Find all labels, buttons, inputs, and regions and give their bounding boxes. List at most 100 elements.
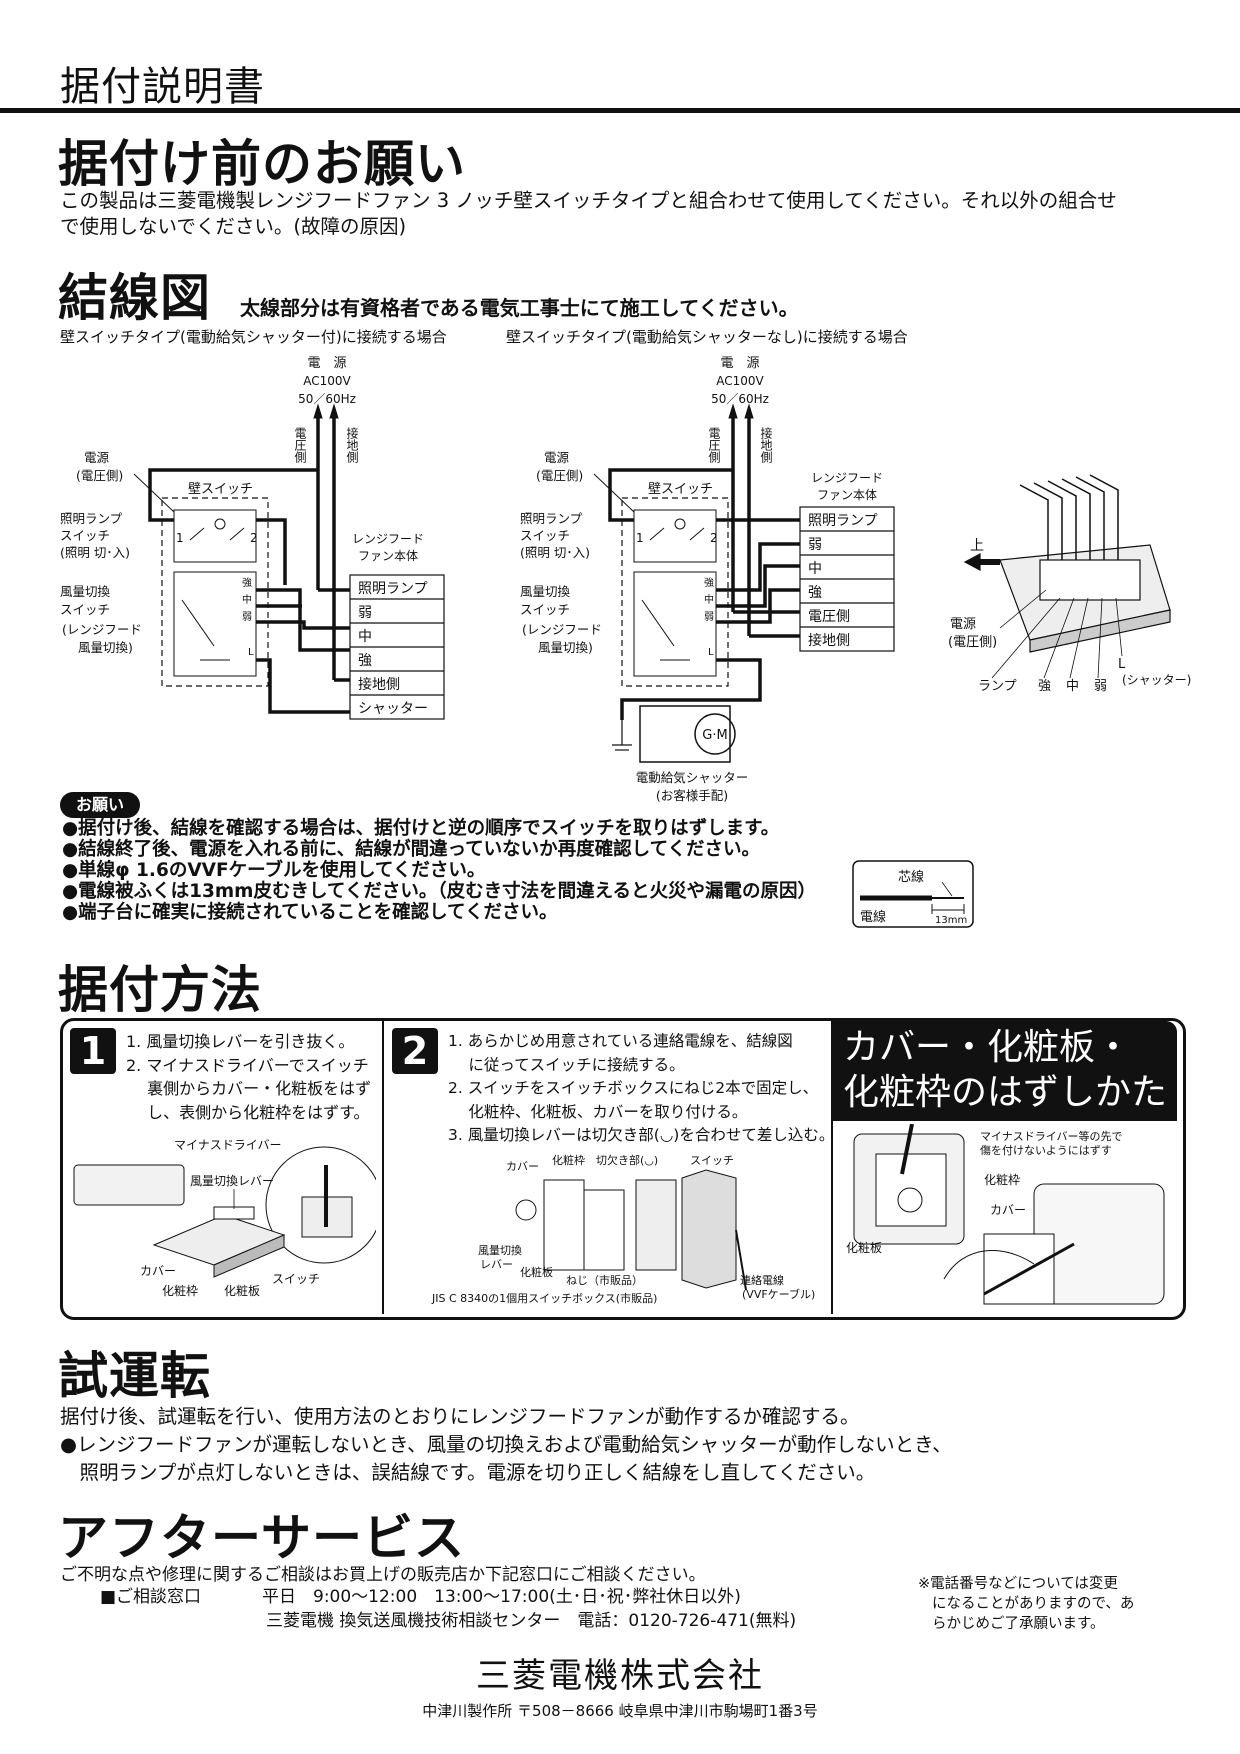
svg-text:L: L <box>708 647 714 658</box>
cover-heading-line: カバー・化粧板・ <box>843 1027 1132 1068</box>
right-diagram-caption: 壁スイッチタイプ(電動給気シャッターなし)に接続する場合 <box>506 328 908 346</box>
svg-text:化粧枠: 化粧枠 <box>162 1284 198 1298</box>
strip-length-label: 13mm <box>935 915 967 926</box>
note-item: ●端子台に確実に接続されていることを確認してください。 <box>62 902 558 923</box>
left-diagram-caption: 壁スイッチタイプ(電動給気シャッター付)に接続する場合 <box>60 328 447 346</box>
svg-text:スイッチ: スイッチ <box>60 528 110 543</box>
left-terminal-ground: 接地側 <box>358 676 400 693</box>
svg-text:電源: 電源 <box>544 450 570 465</box>
svg-text:風量切換): 風量切換) <box>78 640 133 655</box>
steps-panel <box>60 1018 1186 1320</box>
cover-heading-line: 化粧枠のはずしかた <box>843 1072 1168 1113</box>
svg-text:L: L <box>1118 657 1126 672</box>
svg-text:化粧板: 化粧板 <box>520 1265 553 1279</box>
notes-tag: お願い <box>60 792 140 818</box>
left-voltage-side-label: 電圧側 <box>293 427 307 463</box>
svg-text:スイッチ: スイッチ <box>272 1272 320 1286</box>
step2-text: 1. あらかじめ用意されている連絡電線を、結線図 に従ってスイッチに接続する。 … <box>448 1030 834 1148</box>
svg-text:中: 中 <box>704 593 714 606</box>
right-terminal-voltage: 電圧側 <box>808 609 850 625</box>
svg-text:照明ランプ: 照明ランプ <box>520 511 583 526</box>
svg-text:切欠き部(◡): 切欠き部(◡) <box>596 1153 658 1167</box>
svg-text:(電圧側): (電圧側) <box>76 468 123 483</box>
motor-label: G·M <box>702 728 727 743</box>
company-address: 中津川製作所 〒508－8666 岐阜県中津川市駒場町1番3号 <box>422 1702 818 1720</box>
right-terminal-strong: 強 <box>808 585 822 601</box>
svg-text:電圧側: 電圧側 <box>707 427 721 463</box>
svg-text:スイッチ: スイッチ <box>520 602 570 617</box>
consult-window-label: ■ご相談窓口 <box>100 1587 202 1607</box>
svg-text:レバー: レバー <box>480 1258 513 1271</box>
svg-text:50／60Hz: 50／60Hz <box>711 392 769 406</box>
svg-text:カバー: カバー <box>506 1160 539 1173</box>
right-terminal-mid: 中 <box>808 561 822 577</box>
step1-illustration: マイナスドライバー 風量切換レバー カバー 化粧枠 化粧板 スイッチ <box>73 1138 376 1298</box>
svg-text:風量切換: 風量切換 <box>520 584 571 599</box>
up-label: 上 <box>970 538 984 554</box>
svg-text:ファン本体: ファン本体 <box>817 488 877 502</box>
after-service-heading: アフターサービス <box>58 1509 465 1567</box>
step1-line: し、表側から化粧枠をはずす。 <box>126 1102 370 1122</box>
svg-text:照明ランプ: 照明ランプ <box>60 511 123 526</box>
svg-text:中: 中 <box>242 593 252 606</box>
svg-text:(VVFケーブル): (VVFケーブル) <box>742 1287 815 1301</box>
core-wire-label: 芯線 <box>898 869 924 885</box>
step1-number: 1 <box>70 1028 116 1074</box>
trial-line2: ●レンジフードファンが運転しないとき、風量の切換えおよび電動給気シャッターが動作… <box>60 1433 952 1456</box>
svg-text:強: 強 <box>1038 679 1051 694</box>
svg-text:接地側: 接地側 <box>759 426 773 463</box>
svg-text:風量切換: 風量切換 <box>60 584 111 599</box>
step2-line: 2. スイッチをスイッチボックスにねじ2本で固定し、 <box>448 1079 819 1097</box>
left-power-label: 電 源 <box>307 356 346 371</box>
left-terminal-mid: 中 <box>358 629 372 645</box>
svg-text:電源: 電源 <box>84 450 110 465</box>
before-install-line2: で使用しないでください。(故障の原因) <box>60 215 407 238</box>
left-terminal-lamp: 照明ランプ <box>358 581 428 597</box>
svg-text:1: 1 <box>636 531 644 545</box>
svg-text:(電圧側): (電圧側) <box>536 468 583 483</box>
svg-text:2: 2 <box>710 531 718 545</box>
svg-text:1: 1 <box>176 531 184 545</box>
svg-text:風量切換): 風量切換) <box>538 640 593 655</box>
note-line: らかじめご了承願います。 <box>932 1616 1105 1632</box>
svg-text:カバー: カバー <box>140 1264 176 1278</box>
before-install-heading: 据付け前のお願い <box>58 135 466 193</box>
trial-heading: 試運転 <box>58 1347 211 1405</box>
left-terminal-weak: 弱 <box>358 605 372 621</box>
svg-text:壁スイッチ: 壁スイッチ <box>648 482 713 497</box>
svg-text:L: L <box>248 647 254 658</box>
left-ac-label: AC100V <box>303 374 351 388</box>
svg-text:2: 2 <box>250 531 258 545</box>
phone-change-note: ※電話番号などについては変更 になることがありますので、あ らかじめご了承願いま… <box>918 1574 1134 1634</box>
notes-list: ●据付け後、結線を確認する場合は、据付けと逆の順序でスイッチを取りはずします。 … <box>62 818 816 923</box>
before-install-line1: この製品は三菱電機製レンジフードファン 3 ノッチ壁スイッチタイプと組合わせて使… <box>60 189 1117 212</box>
right-terminal-ground: 接地側 <box>808 632 850 649</box>
svg-text:スイッチ: スイッチ <box>520 528 570 543</box>
wire-label: 電線 <box>860 909 886 925</box>
svg-text:レンジフード: レンジフード <box>811 471 883 485</box>
svg-text:電 源: 電 源 <box>720 356 759 371</box>
step2-illustration: カバー 化粧枠 切欠き部(◡) スイッチ 風量切換 レバー 化粧板 ねじ（市販品… <box>431 1153 815 1305</box>
right-terminal-lamp: 照明ランプ <box>808 513 878 529</box>
svg-text:ランプ: ランプ <box>978 679 1017 694</box>
method-heading: 据付方法 <box>58 961 262 1019</box>
svg-text:弱: 弱 <box>242 611 252 623</box>
svg-text:弱: 弱 <box>704 611 714 623</box>
left-terminal-strong: 強 <box>358 653 372 669</box>
note-item: ●据付け後、結線を確認する場合は、据付けと逆の順序でスイッチを取りはずします。 <box>62 818 780 839</box>
consult-center: 三菱電機 換気送風機技術相談センター 電話：0120-726-471(無料) <box>266 1611 797 1631</box>
svg-text:連絡電線: 連絡電線 <box>740 1273 784 1287</box>
title-rule <box>0 108 1240 113</box>
left-hz-label: 50／60Hz <box>298 392 356 406</box>
left-ground-side-label: 接地側 <box>345 426 359 463</box>
svg-text:マイナスドライバー: マイナスドライバー <box>174 1138 282 1152</box>
svg-text:(レンジフード: (レンジフード <box>62 622 142 637</box>
svg-text:(照明 切･入): (照明 切･入) <box>60 545 130 560</box>
terminal-block-illustration: 上 電源 (電圧側) ランプ 強 中 弱 L (シャッター) <box>948 474 1191 694</box>
svg-text:風量切換: 風量切換 <box>478 1244 522 1257</box>
trial-line1: 据付け後、試運転を行い、使用方法のとおりにレンジフードファンが動作するか確認する… <box>60 1405 860 1428</box>
step2-line: 3. 風量切換レバーは切欠き部(◡)を合わせて差し込む。 <box>448 1126 835 1144</box>
step2-line: に従ってスイッチに接続する。 <box>448 1055 685 1074</box>
right-wiring-diagram: 電 源 AC100V 50／60Hz 電圧側 接地側 1 2 強 中 弱 L <box>520 356 895 803</box>
wiring-subheading: 太線部分は有資格者である電気工事士にて施工してください。 <box>240 296 799 320</box>
